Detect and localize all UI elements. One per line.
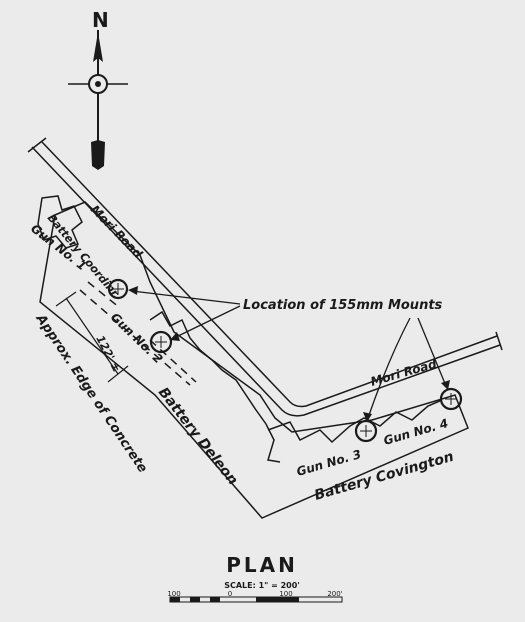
gun-1-marker [107, 278, 129, 300]
mori-road-label: Mori Road [88, 202, 146, 261]
scale-tick-200: 200' [327, 590, 342, 598]
mori-road [27, 137, 503, 417]
gun-4-label: Gun No. 4 [382, 416, 450, 448]
scale-tick-0: 0 [228, 590, 232, 598]
north-label: N [92, 8, 109, 32]
battery-outline [37, 195, 469, 519]
gun-4-marker [439, 387, 463, 411]
plan-title: PLAN [226, 553, 298, 577]
gun-3-marker [354, 419, 378, 443]
dimension-label: 122' ± [93, 333, 123, 374]
scale-bar [169, 596, 343, 603]
scale-label: SCALE: 1" = 200' [224, 581, 300, 590]
mori-road-east-label: Mori Road [369, 357, 439, 389]
scale-tick-100-left: 100 [167, 590, 180, 598]
north-arrow-icon: N [68, 8, 128, 170]
mounts-label: Location of 155mm Mounts [243, 298, 443, 313]
scale-tick-100-right: 100 [279, 590, 292, 598]
gun-3-label: Gun No. 3 [295, 447, 363, 479]
battery-deleon-label: Battery Deleon [155, 385, 241, 489]
mount-leader-arrows [128, 286, 450, 422]
gun-2-marker [149, 330, 173, 354]
